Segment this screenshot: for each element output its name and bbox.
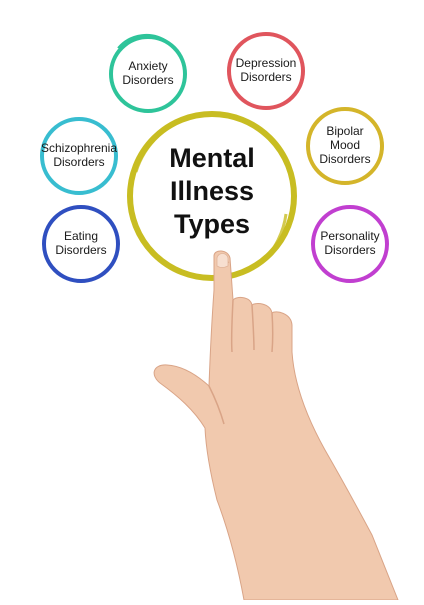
node-label-eating-line-1: Eating — [63, 229, 99, 243]
node-label-bipolar-line-1: Bipolar — [326, 124, 364, 138]
node-circle-anxiety — [109, 33, 187, 113]
pointing-hand — [153, 250, 399, 601]
center-circle — [127, 111, 297, 281]
node-label-schizophrenia-line-1: Schizophrenia — [40, 141, 118, 155]
node-label-depression-line-1: Depression — [235, 56, 297, 70]
center-title-line-3: Types — [173, 208, 251, 239]
node-label-eating: Eating Disorders — [41, 229, 121, 258]
node-circle-schizophrenia — [40, 117, 118, 195]
node-label-anxiety-line-1: Anxiety — [128, 59, 168, 73]
node-label-eating-line-2: Disorders — [55, 242, 107, 257]
node-label-schizophrenia-line-2: Disorders — [53, 154, 105, 169]
node-circle-depression — [227, 32, 305, 110]
node-circle-bipolar — [306, 107, 384, 185]
center-title-line-2: Illness — [169, 175, 255, 206]
node-label-anxiety-line-2: Disorders — [122, 72, 174, 87]
node-label-schizophrenia: Schizophrenia Disorders — [34, 141, 124, 170]
node-label-personality: Personality Disorders — [308, 229, 392, 258]
center-title: Mental Illness Types — [152, 142, 272, 241]
center-title-line-1: Mental — [169, 143, 255, 173]
node-label-personality-line-2: Disorders — [324, 242, 376, 257]
node-label-bipolar-line-3: Disorders — [319, 151, 371, 166]
node-label-anxiety: Anxiety Disorders — [108, 59, 188, 88]
node-circle-eating — [42, 205, 120, 283]
node-circle-personality — [311, 205, 389, 283]
node-label-depression: Depression Disorders — [222, 56, 310, 85]
node-label-bipolar-line-2: Mood — [329, 137, 361, 152]
node-label-bipolar: Bipolar Mood Disorders — [303, 124, 387, 166]
node-label-depression-line-2: Disorders — [240, 69, 292, 84]
node-label-personality-line-1: Personality — [320, 229, 380, 243]
